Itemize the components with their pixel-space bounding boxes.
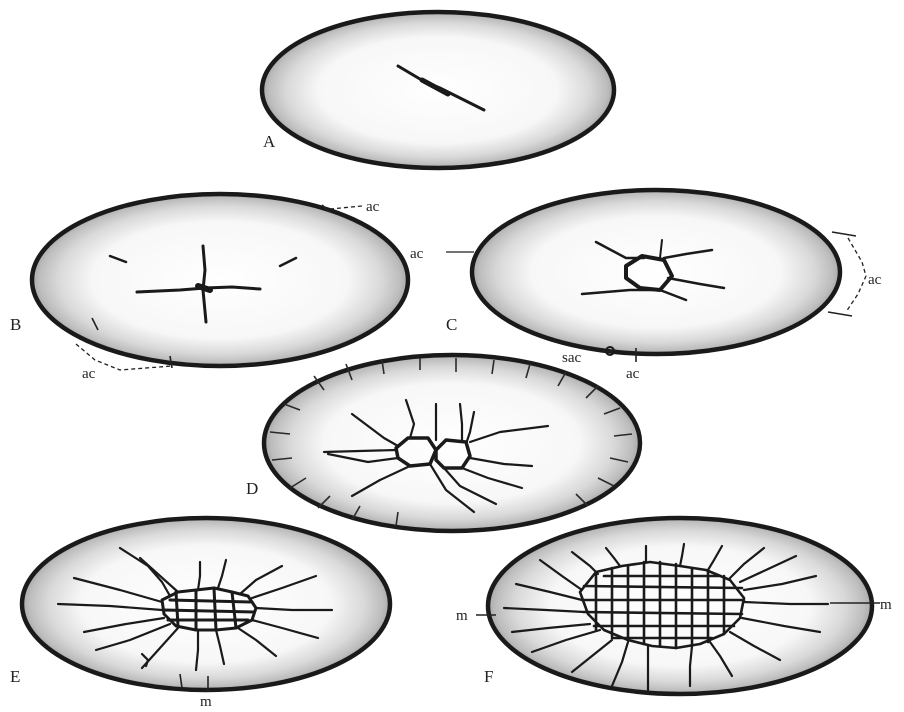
panel-label-e: E: [10, 667, 20, 686]
annotation-ac-left-c: ac: [410, 246, 424, 262]
wall-tick-c-2: [828, 312, 852, 316]
node-b: [198, 286, 210, 290]
cell-outline-c: [472, 190, 840, 354]
annotation-sac-c: sac: [562, 350, 581, 366]
panel-a: A: [262, 12, 614, 168]
panel-label-b: B: [10, 315, 21, 334]
panel-f: m m F: [456, 518, 892, 694]
panel-label-d: D: [246, 479, 258, 498]
annotation-ac-top-b: ac: [366, 199, 380, 215]
annotation-m-f-right: m: [880, 597, 892, 613]
cell-outline-f: [488, 518, 872, 694]
panel-e: m E: [10, 518, 390, 710]
annotation-ac-bottom-c: ac: [626, 366, 640, 382]
panel-d: D: [246, 355, 640, 531]
leader-ac-right-c: [846, 238, 866, 312]
panel-label-f: F: [484, 667, 493, 686]
leader-ac-top-b: [330, 206, 362, 209]
annotation-ac-bottom-b: ac: [82, 366, 96, 382]
annotation-ac-right-c: ac: [868, 272, 882, 288]
annotation-m-e: m: [200, 694, 212, 710]
panel-c: ac ac sac ac C: [410, 190, 882, 382]
cell-outline-b: [32, 194, 408, 366]
wall-tick-c-1: [832, 232, 856, 236]
panel-b: ac ac B: [10, 194, 408, 382]
panel-label-c: C: [446, 315, 457, 334]
annotation-m-f-left: m: [456, 608, 468, 624]
panel-label-a: A: [263, 132, 276, 151]
